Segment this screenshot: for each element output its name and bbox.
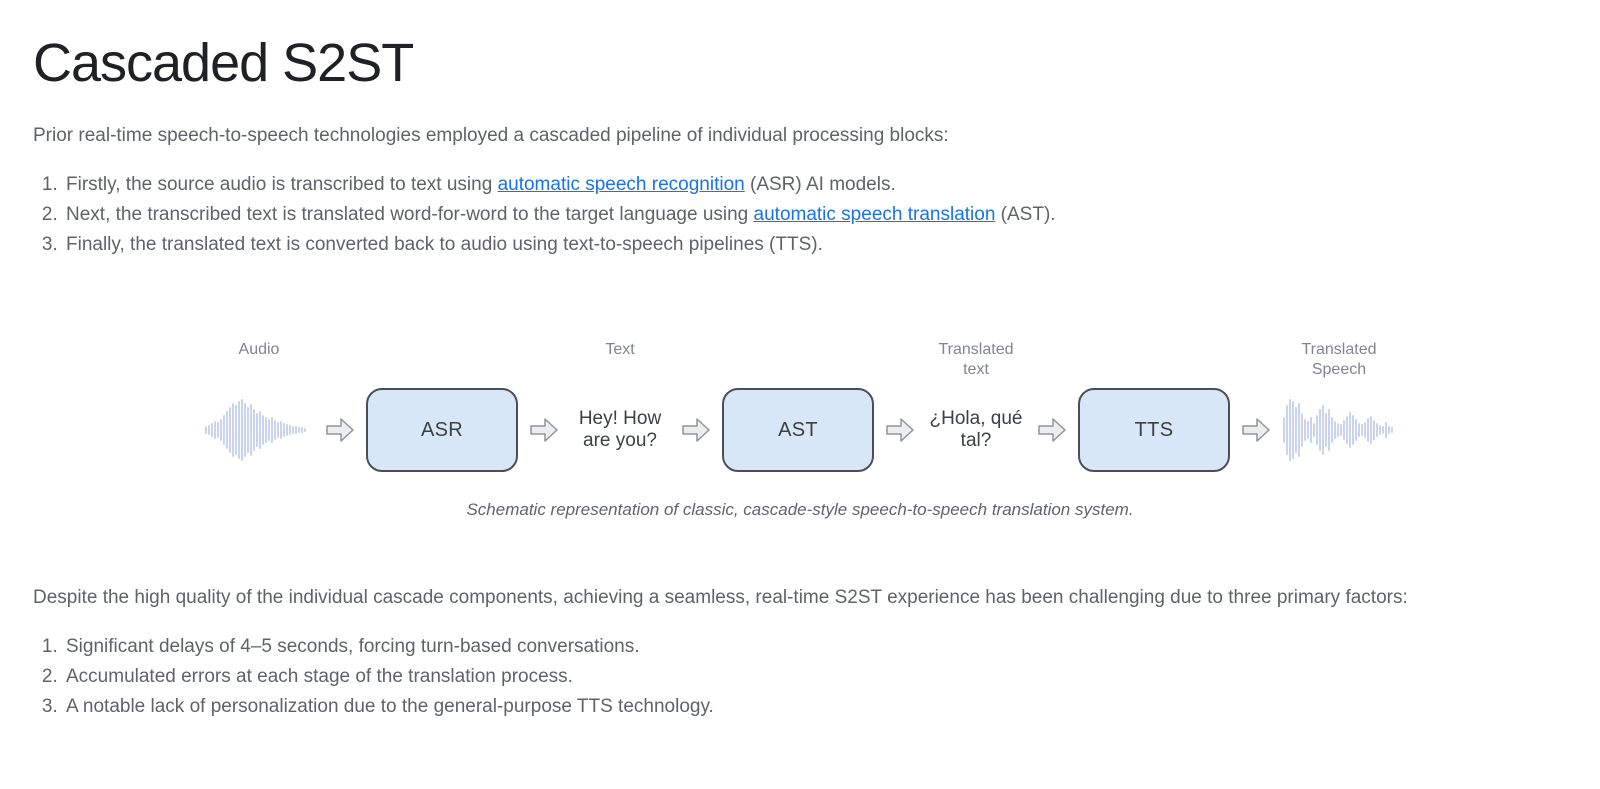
- list-item: Finally, the translated text is converte…: [63, 230, 1567, 260]
- step-text-post: (AST).: [995, 204, 1056, 226]
- step-text-post: (ASR) AI models.: [744, 174, 896, 196]
- list-item: Significant delays of 4–5 seconds, forci…: [63, 632, 1567, 662]
- arrow-right-icon: [883, 386, 917, 474]
- list-item: A notable lack of personalization due to…: [63, 692, 1567, 722]
- arrow-right-icon: [679, 386, 713, 474]
- ast-stage: AST: [722, 340, 874, 474]
- audio-waveform-icon: [204, 386, 314, 474]
- challenges-paragraph: Despite the high quality of the individu…: [33, 587, 1408, 609]
- arrow-5: [1035, 340, 1069, 474]
- step-text-pre: Finally, the translated text is converte…: [66, 234, 823, 256]
- list-item: Accumulated errors at each stage of the …: [63, 662, 1567, 692]
- page-title: Cascaded S2ST: [33, 33, 414, 93]
- asr-stage: ASR: [366, 340, 518, 474]
- arrow-right-icon: [323, 386, 357, 474]
- asr-box: ASR: [366, 388, 518, 473]
- tts-stage: TTS: [1078, 340, 1230, 474]
- challenges-list: Significant delays of 4–5 seconds, forci…: [33, 632, 1567, 722]
- tts-box: TTS: [1078, 388, 1230, 473]
- pipeline-diagram-row: Audio ASR: [33, 340, 1567, 474]
- translated-speech-label: Translated Speech: [1301, 341, 1377, 379]
- translated-text-stage: Translated text ¿Hola, qué tal?: [926, 340, 1026, 474]
- step-text-pre: Firstly, the source audio is transcribed…: [66, 174, 498, 196]
- translated-speech-waveform-icon: [1282, 386, 1396, 474]
- arrow-1: [323, 340, 357, 474]
- arrow-4: [883, 340, 917, 474]
- translated-speech-stage: Translated Speech: [1282, 340, 1396, 474]
- arrow-6: [1239, 340, 1273, 474]
- ast-box: AST: [722, 388, 874, 473]
- arrow-right-icon: [1239, 386, 1273, 474]
- audio-stage-label: Audio: [238, 341, 280, 359]
- asr-link[interactable]: automatic speech recognition: [497, 174, 745, 196]
- pipeline-diagram: Audio ASR: [33, 340, 1567, 520]
- translated-text-label: Translated text: [938, 341, 1014, 379]
- intro-paragraph: Prior real-time speech-to-speech technol…: [33, 125, 949, 147]
- audio-stage: Audio: [204, 340, 314, 474]
- pipeline-steps-list: Firstly, the source audio is transcribed…: [33, 170, 1567, 260]
- list-item: Firstly, the source audio is transcribed…: [63, 170, 1567, 200]
- arrow-3: [679, 340, 713, 474]
- arrow-right-icon: [1035, 386, 1069, 474]
- text-stage: Text Hey! How are you?: [570, 340, 670, 474]
- diagram-caption: Schematic representation of classic, cas…: [466, 500, 1134, 520]
- ast-link[interactable]: automatic speech translation: [753, 204, 996, 226]
- list-item: Next, the transcribed text is translated…: [63, 200, 1567, 230]
- text-stage-label: Text: [605, 341, 635, 359]
- translated-text-sample: ¿Hola, qué tal?: [929, 408, 1023, 452]
- step-text-pre: Next, the transcribed text is translated…: [66, 204, 754, 226]
- arrow-2: [527, 340, 561, 474]
- text-sample: Hey! How are you?: [578, 408, 662, 452]
- arrow-right-icon: [527, 386, 561, 474]
- article-page: Cascaded S2ST Prior real-time speech-to-…: [0, 0, 1600, 722]
